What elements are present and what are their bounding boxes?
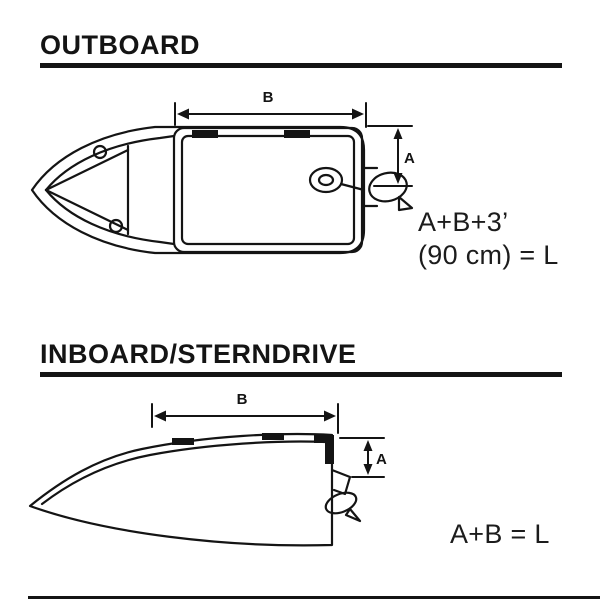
outboard-motor bbox=[362, 166, 414, 212]
outboard-formula: A+B+3’ (90 cm) = L bbox=[418, 206, 559, 272]
inboard-dim-b-label: B bbox=[237, 391, 248, 408]
outboard-formula-line2: (90 cm) = L bbox=[418, 240, 559, 270]
outboard-dim-a-label: A bbox=[404, 150, 415, 167]
outboard-hull bbox=[30, 125, 366, 255]
inboard-section-title: INBOARD/STERNDRIVE bbox=[40, 339, 357, 369]
inboard-divider bbox=[40, 372, 562, 377]
outboard-formula-line1: A+B+3’ bbox=[418, 207, 509, 237]
inboard-dim-a-label: A bbox=[376, 451, 387, 468]
inboard-hull bbox=[28, 432, 334, 547]
sterndrive-unit bbox=[324, 468, 362, 523]
inboard-side-view-drawing: B A bbox=[28, 391, 387, 547]
outboard-divider bbox=[40, 63, 562, 68]
bottom-border-line bbox=[28, 596, 600, 599]
inboard-formula: A+B = L bbox=[450, 518, 550, 551]
outboard-top-view-drawing: B A bbox=[30, 89, 415, 255]
inboard-dimension-b bbox=[151, 403, 339, 434]
outboard-dimension-b bbox=[174, 102, 367, 128]
inboard-formula-line: A+B = L bbox=[450, 519, 550, 549]
inboard-dimension-a bbox=[339, 437, 385, 478]
outboard-dim-b-label: B bbox=[263, 89, 274, 106]
outboard-dimension-a bbox=[367, 125, 413, 187]
outboard-section-title: OUTBOARD bbox=[40, 30, 200, 60]
